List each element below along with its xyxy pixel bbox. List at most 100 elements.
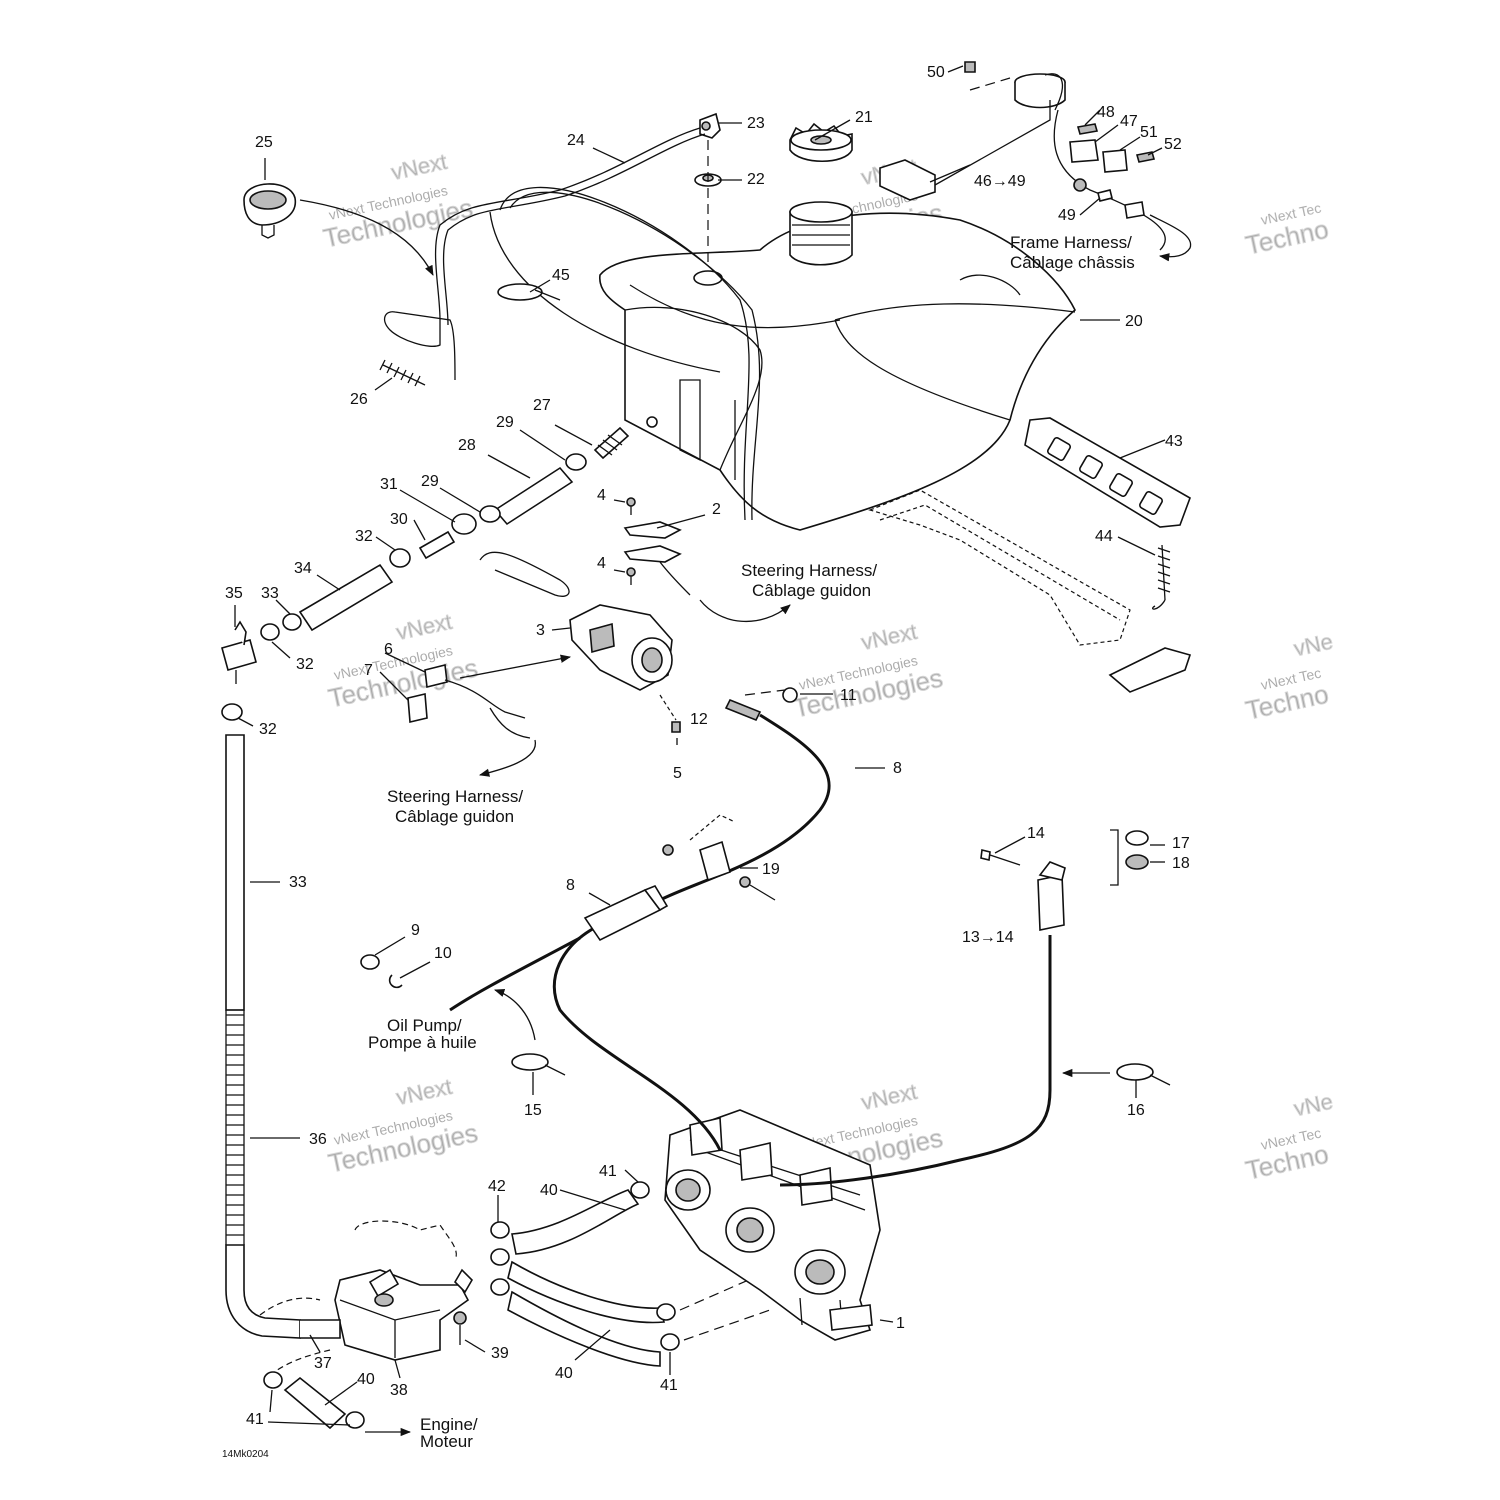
callout-31: 31	[380, 476, 398, 493]
filter-31	[451, 513, 477, 535]
hose-40-lower	[283, 1376, 347, 1430]
arrow	[494, 989, 536, 1041]
vent-hose	[383, 127, 701, 381]
arrow	[459, 654, 572, 679]
callout-17: 17	[1172, 835, 1190, 852]
callout-19: 19	[762, 861, 780, 878]
watermark-text: vNe	[1292, 629, 1335, 662]
callout-33: 33	[261, 585, 279, 602]
clamp-32-upper	[389, 548, 411, 568]
callout-49: 49	[1058, 207, 1076, 224]
callout-32: 32	[259, 721, 277, 738]
carburetor-assembly	[664, 1109, 881, 1341]
callout-25: 25	[255, 134, 273, 151]
clamp-29-upper	[565, 453, 587, 471]
fitting-30	[418, 530, 456, 560]
arrow	[478, 739, 536, 777]
callout-3: 3	[536, 622, 545, 639]
nut-17	[1125, 830, 1149, 846]
callout-29: 29	[496, 414, 514, 431]
callouts: 1 2 3 4 4 5 6 7 8 8 9 10 11 12 13→14 14 …	[225, 64, 1190, 1428]
steering-harness-label-fr: Câblage guidon	[752, 581, 871, 600]
callout-47: 47	[1120, 113, 1138, 130]
throttle-cable	[552, 923, 722, 1151]
callout-32: 32	[355, 528, 373, 545]
engine-label: Engine/	[420, 1415, 478, 1434]
clamp-41-lower-left	[263, 1371, 283, 1389]
callout-42: 42	[488, 1178, 506, 1195]
callout-8: 8	[893, 760, 902, 777]
callout-4: 4	[597, 555, 606, 572]
hose-34	[298, 563, 394, 632]
filler-neck	[789, 201, 853, 266]
choke-lever	[980, 849, 1066, 931]
cable-tie-16	[1116, 1063, 1171, 1086]
washer-18	[1125, 854, 1149, 870]
screw-4-lower	[626, 567, 636, 585]
callout-11: 11	[840, 687, 857, 704]
callout-41: 41	[599, 1163, 617, 1180]
callout-40: 40	[357, 1371, 375, 1388]
spring-44	[1151, 544, 1171, 610]
hoses-40-middle	[507, 1260, 666, 1367]
watermark-text: vNe	[1292, 1089, 1335, 1122]
fuel-cap	[789, 122, 853, 162]
choke-cable	[779, 935, 1052, 1187]
callout-43: 43	[1165, 433, 1183, 450]
watermark-text: vNext	[859, 1079, 919, 1115]
bracket-line	[1110, 829, 1119, 886]
frame-harness-label-fr: Câblage châssis	[1010, 253, 1135, 272]
switch-6	[407, 664, 531, 739]
vent-hose-loop	[499, 186, 750, 521]
fuel-level-sender	[879, 73, 1066, 201]
callout-41: 41	[246, 1411, 264, 1428]
washer-9	[360, 954, 380, 970]
leader-dash	[659, 694, 677, 721]
hose-40-upper	[511, 1189, 640, 1255]
callout-48: 48	[1097, 104, 1115, 121]
fuel-hose-36	[225, 734, 301, 1339]
callout-21: 21	[855, 109, 873, 126]
oil-pump-label-fr: Pompe à huile	[368, 1033, 477, 1052]
clamp-32-lower	[221, 703, 243, 721]
clamps-42	[490, 1221, 510, 1296]
handlebar-grip	[479, 551, 570, 597]
drawing-code: 14Mk0204	[222, 1449, 269, 1460]
leader-dash	[683, 1309, 771, 1341]
frame-harness-label: Frame Harness/	[1010, 233, 1132, 252]
callout-7: 7	[364, 662, 373, 679]
steering-harness-label: Steering Harness/	[387, 787, 523, 806]
callout-16: 16	[1127, 1102, 1145, 1119]
fuel-tank	[599, 212, 1076, 531]
throttle-cable	[659, 713, 831, 902]
fuel-outlet-fitting-27	[593, 426, 630, 460]
screw-4-upper	[626, 497, 636, 515]
clamp-33	[282, 613, 302, 631]
callout-2: 2	[712, 501, 721, 518]
oil-pump-cable	[449, 936, 581, 1012]
valve-35	[221, 620, 257, 684]
tank-support-frame	[868, 489, 1192, 693]
callout-40: 40	[555, 1365, 573, 1382]
callout-37: 37	[314, 1355, 332, 1372]
clamp-29-lower	[479, 505, 501, 523]
oil-pump-label: Oil Pump/	[387, 1016, 462, 1035]
callout-52: 52	[1164, 136, 1182, 153]
cable-end-12	[724, 687, 798, 722]
watermark-text: vNext	[859, 619, 919, 655]
fuel-pump-38	[259, 1220, 474, 1376]
callout-34: 34	[294, 560, 312, 577]
callout-23: 23	[747, 115, 765, 132]
switch-2	[623, 521, 691, 596]
callout-32: 32	[296, 656, 314, 673]
callout-38: 38	[390, 1382, 408, 1399]
callout-44: 44	[1095, 528, 1113, 545]
callout-28: 28	[458, 437, 476, 454]
watermark-text: vNext	[394, 609, 454, 645]
callout-33: 33	[289, 874, 307, 891]
spring-26	[379, 359, 426, 387]
leader-dash	[744, 689, 786, 696]
callout-9: 9	[411, 922, 420, 939]
vent-hose-loop	[489, 211, 721, 373]
callout-6: 6	[384, 641, 393, 658]
